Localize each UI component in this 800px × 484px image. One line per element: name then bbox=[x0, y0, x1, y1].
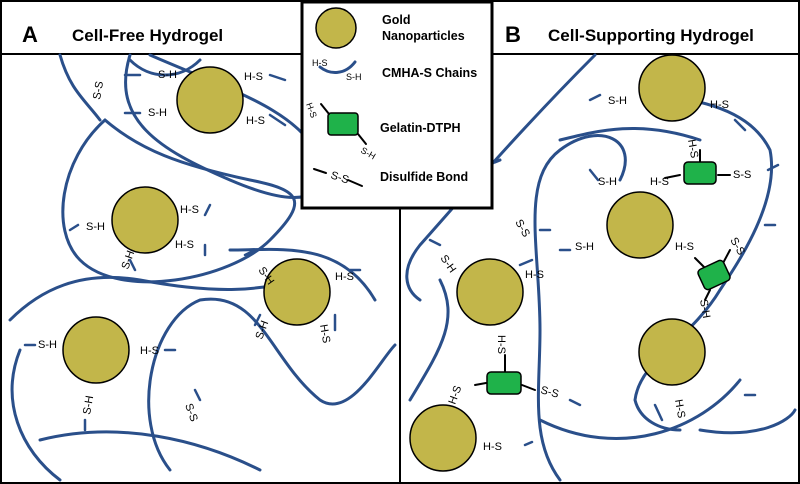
panel-b-gelatin bbox=[474, 149, 731, 395]
panel-b-letter: B bbox=[505, 22, 521, 47]
legend: Gold Nanoparticles H-S S-H CMHA-S Chains… bbox=[300, 0, 494, 210]
panel-b-title: Cell-Supporting Hydrogel bbox=[548, 26, 754, 45]
bond-label: S-S bbox=[539, 384, 560, 400]
legend-gold-nanoparticle bbox=[315, 7, 357, 49]
legend-gold-line2: Nanoparticles bbox=[382, 29, 465, 43]
chain bbox=[538, 378, 742, 441]
bond-label: S-H bbox=[598, 176, 617, 188]
gold-nanoparticle bbox=[176, 66, 244, 134]
bond-label: S-H bbox=[575, 241, 594, 253]
bond-label: H-S bbox=[650, 176, 669, 188]
bond-label: S-H bbox=[158, 69, 177, 81]
bond-label: H-S bbox=[317, 323, 332, 344]
bond-label: S-H bbox=[86, 221, 105, 233]
bond-label: H-S bbox=[244, 71, 263, 83]
gold-nanoparticle bbox=[263, 258, 331, 326]
bond-label: H-S bbox=[175, 239, 194, 251]
bond-label: H-S bbox=[525, 269, 544, 281]
bond-label: H-S bbox=[672, 398, 687, 419]
chain bbox=[147, 297, 397, 472]
gelatin-dtph-block bbox=[697, 259, 731, 291]
panel-a-labels: S-S S-H S-H H-S H-S S-H H-S H-S S-H S-H … bbox=[38, 69, 354, 423]
chain bbox=[228, 247, 377, 302]
chain bbox=[558, 127, 702, 142]
bond-label: H-S bbox=[495, 335, 507, 354]
bond-label: H-S bbox=[335, 271, 354, 283]
legend-disulfide-label: Disulfide Bond bbox=[380, 170, 468, 184]
chain bbox=[8, 275, 302, 322]
panel-b-network bbox=[400, 53, 797, 482]
legend-chain-icon bbox=[318, 60, 357, 74]
bond-label: S-H bbox=[608, 95, 627, 107]
bond-label: H-S bbox=[180, 204, 199, 216]
bond-label: H-S bbox=[447, 384, 465, 406]
gold-nanoparticle bbox=[409, 404, 477, 472]
chain bbox=[698, 408, 797, 435]
bond-label: H-S bbox=[246, 115, 265, 127]
bond-label: H-S bbox=[483, 441, 502, 453]
legend-gelatin-icon bbox=[327, 112, 359, 136]
chain bbox=[38, 430, 262, 472]
chain bbox=[533, 134, 627, 482]
chain bbox=[405, 53, 597, 302]
gold-nanoparticle bbox=[111, 186, 179, 254]
bond-label: S-H bbox=[438, 253, 459, 275]
bond-label: H-S bbox=[685, 138, 700, 159]
chain bbox=[61, 118, 297, 284]
panel-a-title: Cell-Free Hydrogel bbox=[72, 26, 223, 45]
legend-gold-line1: Gold bbox=[382, 13, 410, 27]
bond-label: S-S bbox=[512, 218, 532, 240]
bond-label: S-S bbox=[733, 169, 751, 181]
gold-nanoparticle bbox=[638, 318, 706, 386]
chain bbox=[128, 58, 202, 77]
chain bbox=[408, 278, 450, 402]
bond-label: S-H bbox=[148, 107, 167, 119]
gold-nanoparticle bbox=[62, 316, 130, 384]
bond-label: S-S bbox=[182, 402, 200, 423]
gold-nanoparticle bbox=[638, 54, 706, 122]
gold-nanoparticle bbox=[606, 191, 674, 259]
bond-label: S-S bbox=[91, 80, 106, 100]
gelatin-dtph-block bbox=[486, 371, 522, 395]
legend-gelatin-label: Gelatin-DTPH bbox=[380, 121, 461, 135]
chain bbox=[58, 53, 102, 122]
legend-chain-sh: S-H bbox=[346, 72, 362, 82]
panel-a-letter: A bbox=[22, 22, 38, 47]
chain bbox=[633, 98, 773, 432]
gelatin-dtph-block bbox=[683, 161, 717, 185]
chain bbox=[10, 348, 62, 482]
legend-chains-label: CMHA-S Chains bbox=[382, 66, 477, 80]
gold-nanoparticle bbox=[456, 258, 524, 326]
bond-label: H-S bbox=[140, 345, 159, 357]
legend-disulfide-ss: S-S bbox=[329, 169, 350, 186]
bond-label: S-H bbox=[38, 339, 57, 351]
bond-label: S-H bbox=[697, 298, 712, 319]
panel-a-network bbox=[8, 53, 397, 482]
bond-label: H-S bbox=[675, 241, 694, 253]
legend-gelatin-hs: H-S bbox=[304, 101, 319, 119]
panel-b-stubs bbox=[428, 93, 780, 447]
bond-label: H-S bbox=[710, 99, 729, 111]
bond-label: S-H bbox=[81, 395, 96, 416]
panel-a-stubs bbox=[23, 73, 362, 432]
legend-chain-hs: H-S bbox=[312, 58, 328, 68]
